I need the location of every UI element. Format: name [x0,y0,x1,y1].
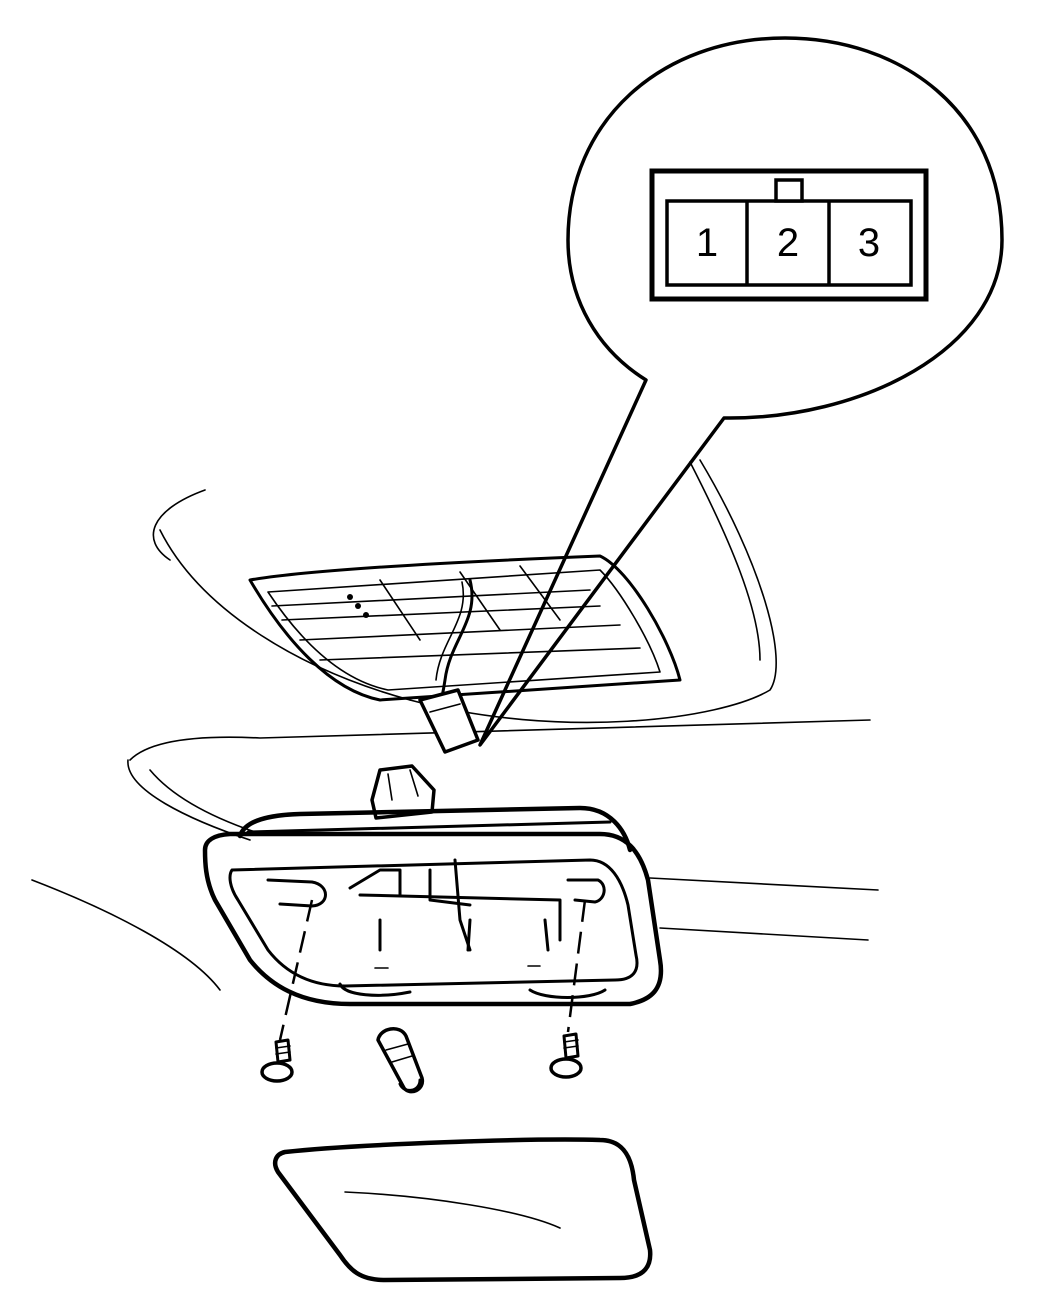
connector-callout-bubble [478,36,1004,747]
overhead-console-housing [202,764,664,1007]
screw-right [549,899,587,1079]
mounting-dot [363,612,369,618]
lamp-bulb [376,1027,425,1094]
lamp-lens [272,1137,653,1283]
connector-face: 1 2 3 [649,168,929,302]
wiring-harness [418,578,480,754]
screw-left [260,899,314,1083]
pin-2-label: 2 [777,221,799,265]
connector-latch [774,178,804,203]
console-mounting-recess [248,554,682,702]
pin-1-label: 1 [696,221,718,265]
pin-3-label: 3 [858,221,880,265]
console-retaining-clip [370,764,436,820]
mounting-dot [347,594,353,600]
connector-plug [418,688,480,754]
mounting-dot [355,603,361,609]
